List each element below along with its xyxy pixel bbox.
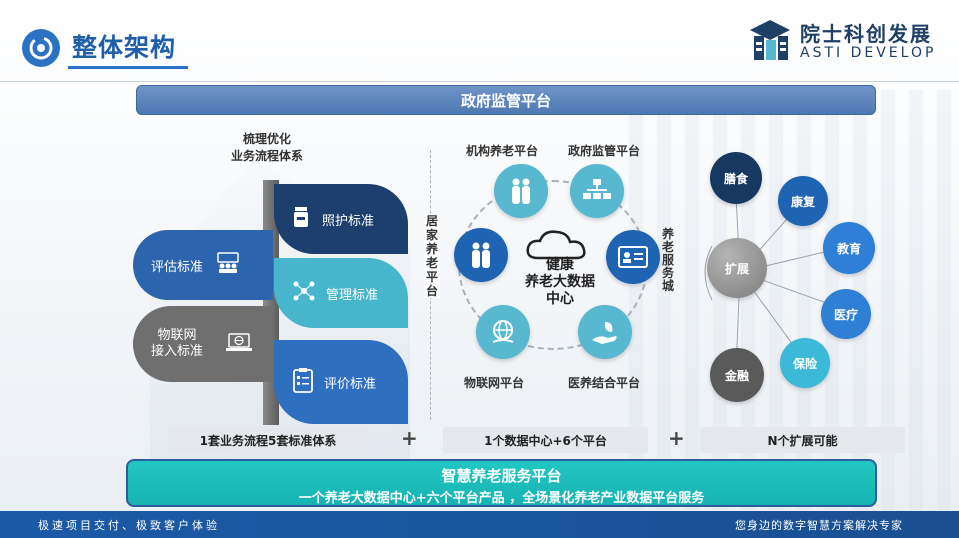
insurance-label: 保险 [792,356,817,371]
hub-label-line3: 中心 [546,291,574,307]
government-platform-label: 政府监管平台 [568,144,641,158]
expansion-arc [704,245,713,301]
institution-platform-label: 机构养老平台 [466,144,539,158]
process-heading-line1: 梳理优化 [242,132,291,146]
summary-process: 1套业务流程5套标准体系 [168,427,368,453]
meals-label: 膳食 [723,171,748,186]
process-heading-line2: 业务流程体系 [230,149,303,163]
mgmt-standard-block: 管理标准 [274,258,408,328]
smart-elderly-service-platform: 智慧养老服务平台 一个养老大数据中心+六个平台产品 ，全场景化养老产业数据平台服… [126,459,877,507]
iot-standard-label: 物联网 接入标准 [151,328,203,360]
checklist-icon [292,367,314,397]
gov-regulation-bar: 政府监管平台 [136,85,876,115]
footer-bar: 极速项目交付、极致客户体验 您身边的数字智慧方案解决专家 [0,511,959,538]
globe-hand-icon [476,305,530,359]
iot-standard-block: 物联网 接入标准 [133,306,273,382]
service-city-label: 养老服务城 [661,227,674,293]
meals-node: 膳食 [710,152,762,204]
education-label: 教育 [836,241,861,256]
finance-label: 金融 [724,368,749,383]
hand-leaf-icon [578,305,632,359]
medical-node: 医疗 [821,289,871,339]
laptop-globe-icon [225,332,253,357]
insurance-node: 保险 [780,338,830,388]
summary-expansion: N个扩展可能 [700,427,905,453]
section-logo-icon [22,29,60,67]
brand-name-en: ASTI DEVELOP [800,45,937,61]
plus-sign-1: + [401,426,418,450]
expand-center-node: 扩展 [707,238,767,298]
title-underline [68,66,188,69]
elderly-couple-icon [494,164,548,218]
care-standard-label: 照护标准 [322,213,375,229]
summary-data-center: 1个数据中心+6个平台 [443,427,648,453]
header-divider [0,81,959,82]
page-title: 整体架构 [72,33,177,62]
big-data-hub-label: 健康 养老大数据 中心 [510,257,610,308]
home-platform-label: 居家养老平台 [424,214,440,298]
elderly-people-icon [454,228,508,282]
review-standard-block: 评价标准 [274,340,408,424]
iot-platform-label: 物联网平台 [464,376,525,390]
mgmt-standard-label: 管理标准 [326,287,379,303]
expand-center-label: 扩展 [724,261,749,276]
brand-logo-icon [746,16,794,66]
id-card-icon [606,230,660,284]
hub-label-line2: 养老大数据 [525,274,595,290]
rehab-label: 康复 [790,194,815,209]
process-heading: 梳理优化 业务流程体系 [212,131,322,165]
medicine-icon [292,206,312,232]
network-nodes-icon [292,280,316,306]
iot-standard-label-line1: 物联网 [157,328,197,343]
footer-slogan-left: 极速项目交付、极致客户体验 [38,519,220,532]
care-standard-block: 照护标准 [274,184,408,254]
service-subtitle: 一个养老大数据中心+六个平台产品 ，全场景化养老产业数据平台服务 [298,491,705,506]
education-node: 教育 [823,222,875,274]
review-standard-label: 评价标准 [324,376,377,392]
finance-node: 金融 [710,348,764,402]
brand-name-cn: 院士科创发展 [800,22,932,46]
rehab-node: 康复 [778,176,828,226]
org-chart-icon [570,164,624,218]
iot-standard-label-line2: 接入标准 [151,344,204,359]
eval-standard-block: 评估标准 [133,230,273,300]
cloud-icon [524,228,590,262]
service-title: 智慧养老服务平台 [441,467,562,485]
medical-label: 医疗 [833,307,858,322]
medical-platform-label: 医养结合平台 [568,376,641,390]
footer-slogan-right: 您身边的数字智慧方案解决专家 [735,519,903,532]
eval-standard-label: 评估标准 [151,259,204,275]
hub-label-line1: 健康 [546,257,574,273]
plus-sign-2: + [668,426,685,450]
people-board-icon [215,252,241,278]
